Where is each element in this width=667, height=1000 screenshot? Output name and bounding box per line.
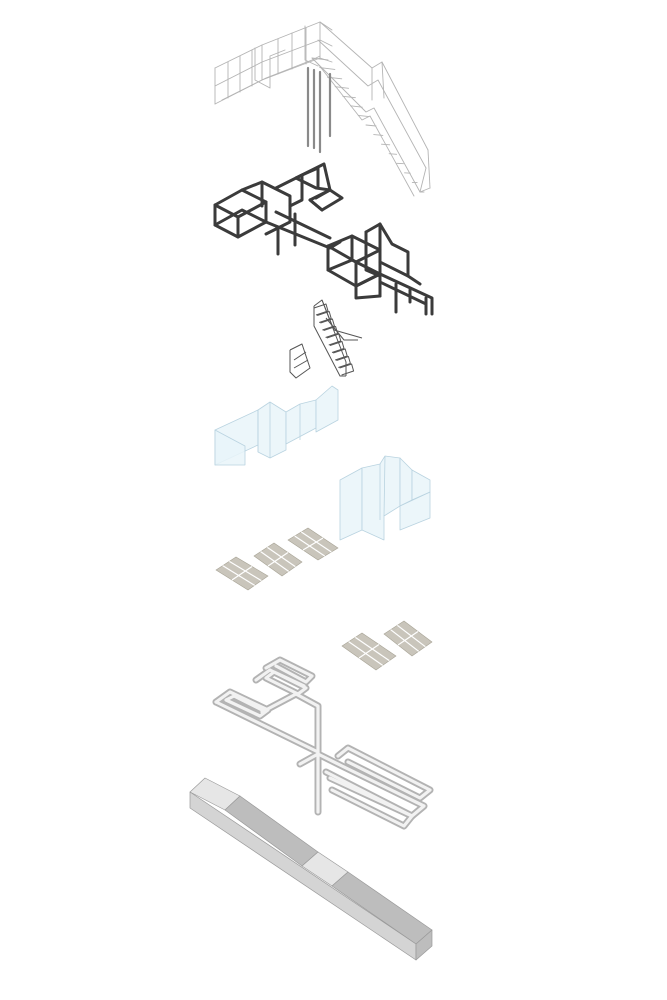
stair-step [323,326,339,338]
stair-tread [319,67,336,70]
floor-grid-line [231,566,253,581]
glass-panel [339,467,363,541]
stair-tread [311,57,329,61]
glass-panel [399,457,413,507]
stair-step [336,356,351,368]
floor-panel-layer [215,527,433,671]
stair-rail [321,299,363,339]
stair-rail-inner [317,63,415,197]
stair-stringer [313,299,347,376]
stair-rail [325,317,358,341]
bay-outline [304,25,319,67]
platform-deck-back [221,55,321,101]
heating-pipe-layer [212,656,434,830]
slab-end-face [415,929,433,961]
glass-volume-layer [214,385,431,541]
frame-beam-long [274,210,332,240]
stair-rail-top [319,21,429,151]
pipe-coil-right-core [336,746,432,800]
stair-rail-low [311,57,421,193]
glass-panel-side [214,429,246,466]
stair-landing [293,351,307,361]
glass-panel [361,455,401,541]
frame-beam-long [378,280,428,306]
glass-panel [285,399,317,445]
stair-tread [334,86,350,89]
stair-rail-mid [317,39,427,169]
frame-tall [300,166,320,190]
frame-tall [240,180,292,236]
frame-cube-top [326,234,382,264]
pipe-coil-right2-core [324,770,414,828]
stair-tread [357,114,370,118]
stair-stringer [313,306,346,377]
stair-tread [380,143,391,146]
post [419,167,427,193]
railing-bridge-layer [214,21,431,197]
stair-step [333,348,348,361]
glass-panel [411,469,431,501]
support-columns [306,66,332,154]
frame-beam [308,198,324,212]
stair-tread [388,153,398,155]
pipe-core [214,658,432,828]
floor-grid-line [397,631,419,646]
stair-step [339,363,355,376]
post [419,187,431,193]
platform-rail-top [214,21,333,69]
stair-steps [313,303,355,376]
pipe-coil-mid2-core [264,658,314,684]
stair-landing [289,343,311,379]
frame-tall [378,260,422,286]
glass-panel [315,385,339,433]
stair-landing [293,359,309,369]
stair-tread [342,95,356,99]
stair-tread [365,124,377,127]
frame-beam-long [378,272,434,306]
stair-step [320,318,335,331]
steel-frame-layer [213,162,434,316]
pipe-coil-left-core [214,690,270,718]
floor-grid-line [302,537,324,551]
glass-panel [257,401,287,459]
frame-tall [274,173,304,208]
pipe-branch-core [260,692,320,754]
bay-outline [254,47,286,89]
stair-step [313,303,329,316]
frame-cube-bottom [354,272,382,300]
stair-step [326,333,342,346]
frame-tall [364,222,410,278]
frame-roof [294,176,332,192]
post [381,61,385,99]
frame-canopy [308,188,344,212]
platform-rail-mid [214,39,333,87]
frame-tall [364,230,382,278]
base-slab-layer [189,777,433,961]
stair-tread [373,134,384,136]
floor-grid-line [358,644,380,659]
floor-grid-line [267,552,289,567]
staircase-layer [289,299,363,379]
glass-mullion [383,455,386,517]
stair-tread [350,105,363,108]
frame-cube-top [213,188,268,219]
post [427,149,431,189]
stair-step [329,341,345,353]
stair-step [317,311,332,323]
